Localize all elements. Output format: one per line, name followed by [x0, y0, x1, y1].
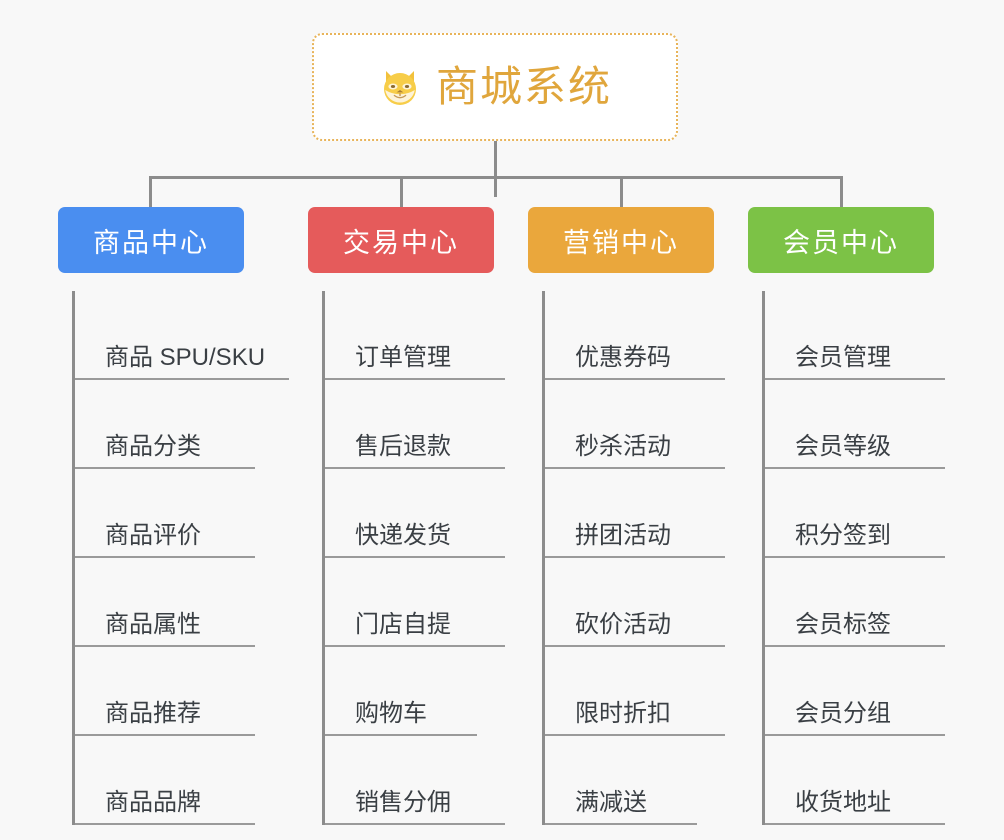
connector-root-stem: [494, 141, 497, 197]
leaf-label: 收货地址: [795, 789, 891, 817]
leaf-item[interactable]: 商品分类: [75, 380, 255, 469]
leaf-label: 砍价活动: [575, 611, 671, 639]
branch-header-label: 商品中心: [93, 227, 209, 258]
leaf-item[interactable]: 会员等级: [765, 380, 945, 469]
branch-column-trade-center: 交易中心 订单管理 售后退款 快递发货 门店自提 购物车 销售分佣: [308, 207, 505, 825]
leaf-label: 会员分组: [795, 700, 891, 728]
leaf-item[interactable]: 秒杀活动: [545, 380, 725, 469]
leaf-item[interactable]: 会员标签: [765, 558, 945, 647]
leaf-label: 订单管理: [355, 344, 451, 372]
leaf-label: 快递发货: [355, 522, 451, 550]
leaf-label: 限时折扣: [575, 700, 671, 728]
leaf-item[interactable]: 商品品牌: [75, 736, 255, 825]
leaf-label: 积分签到: [795, 522, 891, 550]
shiba-dog-face-icon: [378, 65, 422, 109]
leaf-item[interactable]: 商品推荐: [75, 647, 255, 736]
leaf-label: 售后退款: [355, 433, 451, 461]
branch-header-marketing-center[interactable]: 营销中心: [528, 207, 714, 273]
leaf-item[interactable]: 商品属性: [75, 558, 255, 647]
leaf-label: 商品推荐: [105, 700, 201, 728]
leaf-item[interactable]: 会员分组: [765, 647, 945, 736]
leaf-label: 会员标签: [795, 611, 891, 639]
branch-header-product-center[interactable]: 商品中心: [58, 207, 244, 273]
leaf-item[interactable]: 砍价活动: [545, 558, 725, 647]
leaf-item[interactable]: 订单管理: [325, 291, 505, 380]
leaf-item[interactable]: 销售分佣: [325, 736, 505, 825]
connector-drop-3: [620, 176, 623, 207]
branch-column-member-center: 会员中心 会员管理 会员等级 积分签到 会员标签 会员分组 收货地址: [748, 207, 945, 825]
leaf-label: 会员管理: [795, 344, 891, 372]
leaf-label: 会员等级: [795, 433, 891, 461]
leaf-item[interactable]: 会员管理: [765, 291, 945, 380]
leaf-label: 拼团活动: [575, 522, 671, 550]
leaf-item[interactable]: 收货地址: [765, 736, 945, 825]
leaf-item[interactable]: 满减送: [545, 736, 697, 825]
leaf-item[interactable]: 购物车: [325, 647, 477, 736]
leaf-label: 门店自提: [355, 611, 451, 639]
branch-items-product-center: 商品 SPU/SKU 商品分类 商品评价 商品属性 商品推荐 商品品牌: [72, 291, 289, 825]
leaf-label: 满减送: [575, 789, 647, 817]
leaf-item[interactable]: 商品 SPU/SKU: [75, 291, 289, 380]
branch-header-member-center[interactable]: 会员中心: [748, 207, 934, 273]
leaf-label: 商品品牌: [105, 789, 201, 817]
branch-items-member-center: 会员管理 会员等级 积分签到 会员标签 会员分组 收货地址: [762, 291, 945, 825]
connector-drop-1: [149, 176, 152, 207]
root-node[interactable]: 商城系统: [312, 33, 678, 141]
root-title: 商城系统: [435, 63, 612, 110]
branch-header-label: 会员中心: [783, 227, 899, 258]
connector-bus-bar: [149, 176, 843, 179]
leaf-label: 秒杀活动: [575, 433, 671, 461]
branch-column-marketing-center: 营销中心 优惠券码 秒杀活动 拼团活动 砍价活动 限时折扣 满减送: [528, 207, 725, 825]
branch-header-label: 交易中心: [343, 227, 459, 258]
leaf-item[interactable]: 限时折扣: [545, 647, 725, 736]
connector-drop-4: [840, 176, 843, 207]
leaf-item[interactable]: 门店自提: [325, 558, 505, 647]
connector-drop-2: [400, 176, 403, 207]
leaf-label: 优惠券码: [575, 344, 671, 372]
leaf-item[interactable]: 售后退款: [325, 380, 505, 469]
branch-column-product-center: 商品中心 商品 SPU/SKU 商品分类 商品评价 商品属性 商品推荐 商品品牌: [58, 207, 289, 825]
branch-items-marketing-center: 优惠券码 秒杀活动 拼团活动 砍价活动 限时折扣 满减送: [542, 291, 725, 825]
leaf-item[interactable]: 拼团活动: [545, 469, 725, 558]
branch-items-trade-center: 订单管理 售后退款 快递发货 门店自提 购物车 销售分佣: [322, 291, 505, 825]
leaf-item[interactable]: 商品评价: [75, 469, 255, 558]
branch-header-label: 营销中心: [563, 227, 679, 258]
leaf-label: 商品 SPU/SKU: [105, 344, 266, 372]
leaf-label: 商品评价: [105, 522, 201, 550]
leaf-item[interactable]: 快递发货: [325, 469, 505, 558]
leaf-item[interactable]: 积分签到: [765, 469, 945, 558]
leaf-label: 商品属性: [105, 611, 201, 639]
leaf-label: 销售分佣: [355, 789, 451, 817]
leaf-label: 购物车: [355, 700, 427, 728]
leaf-item[interactable]: 优惠券码: [545, 291, 725, 380]
leaf-label: 商品分类: [105, 433, 201, 461]
branch-header-trade-center[interactable]: 交易中心: [308, 207, 494, 273]
